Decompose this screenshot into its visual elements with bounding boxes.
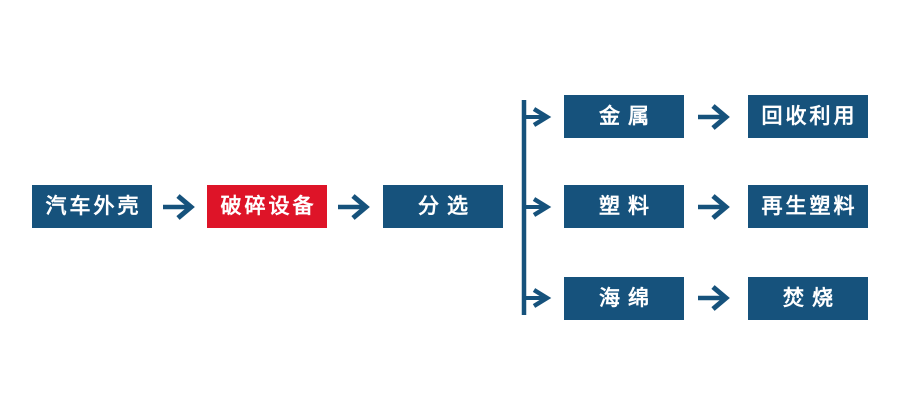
- node-crushing-equipment: 破碎设备: [207, 185, 327, 228]
- arrow-right-icon: [697, 102, 731, 132]
- node-metal: 金属: [564, 95, 684, 138]
- node-sponge: 海绵: [564, 277, 684, 320]
- arrow-right-icon: [162, 192, 196, 222]
- node-incineration: 焚烧: [748, 277, 868, 320]
- node-sorting: 分选: [383, 185, 503, 228]
- node-plastic: 塑料: [564, 185, 684, 228]
- arrow-right-icon: [337, 192, 371, 222]
- arrow-right-icon: [697, 192, 731, 222]
- arrow-right-icon: [697, 283, 731, 313]
- node-car-shell: 汽车外壳: [32, 185, 152, 228]
- node-recycle-reuse: 回收利用: [748, 95, 868, 138]
- branch-connector-line: [519, 95, 555, 321]
- node-recycled-plastic: 再生塑料: [748, 185, 868, 228]
